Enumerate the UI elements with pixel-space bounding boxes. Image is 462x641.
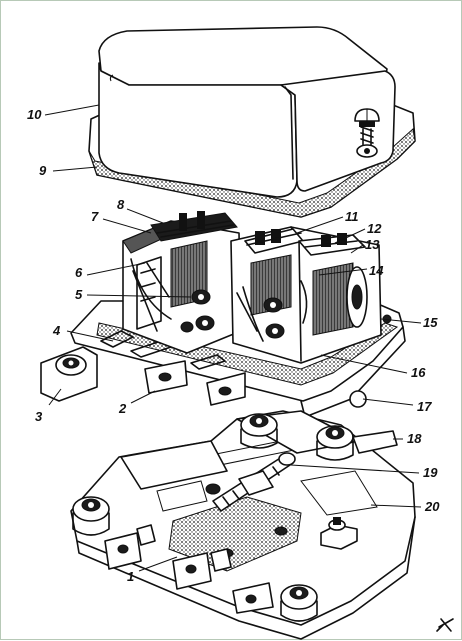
terminal-tab-2 <box>144 360 246 406</box>
callout-6: 6 <box>75 265 83 280</box>
callout-7: 7 <box>91 209 99 224</box>
base-terminal-bottom <box>280 584 318 622</box>
callout-20: 20 <box>424 499 440 514</box>
cover-gasket <box>88 128 416 218</box>
relay-block <box>40 211 406 418</box>
callout-14: 14 <box>369 263 384 278</box>
callout-11: 11 <box>345 209 359 224</box>
right-coil-a <box>250 254 292 316</box>
callout-2: 2 <box>118 401 127 416</box>
base-gasket <box>96 322 399 386</box>
base-bottom-tabs <box>104 524 274 614</box>
left-contact-springs <box>150 211 238 242</box>
base-terminal-right <box>316 425 398 461</box>
callout-19: 19 <box>423 465 438 480</box>
callout-10: 10 <box>27 107 42 122</box>
callout-12: 12 <box>367 221 382 236</box>
callout-13: 13 <box>365 237 380 252</box>
leader-lines <box>44 104 422 572</box>
base-center-stud <box>320 517 358 550</box>
callout-8: 8 <box>117 197 125 212</box>
callout-5: 5 <box>75 287 83 302</box>
callout-16: 16 <box>411 365 426 380</box>
resistor-screws <box>180 289 215 333</box>
callout-labels: 10 9 8 7 6 5 4 3 2 1 11 12 13 14 15 16 1… <box>27 107 440 584</box>
callout-15: 15 <box>423 315 438 330</box>
cut-corner-mark-icon <box>436 618 454 632</box>
terminal-stud-3 <box>40 346 98 402</box>
callout-17: 17 <box>417 399 432 414</box>
callout-1: 1 <box>127 569 134 584</box>
right-contact-springs <box>244 228 366 256</box>
base-panel <box>70 410 416 640</box>
callout-9: 9 <box>39 163 47 178</box>
cover-side <box>280 70 396 192</box>
right-coil-b <box>312 262 354 336</box>
insulator-plate <box>168 496 302 572</box>
callout-18: 18 <box>407 431 422 446</box>
base-terminal-top <box>240 413 278 449</box>
base-terminal-left <box>72 496 110 536</box>
callout-3: 3 <box>35 409 43 424</box>
callout-4: 4 <box>52 323 61 338</box>
cover-screw <box>354 108 380 158</box>
cover-assembly <box>88 26 416 218</box>
